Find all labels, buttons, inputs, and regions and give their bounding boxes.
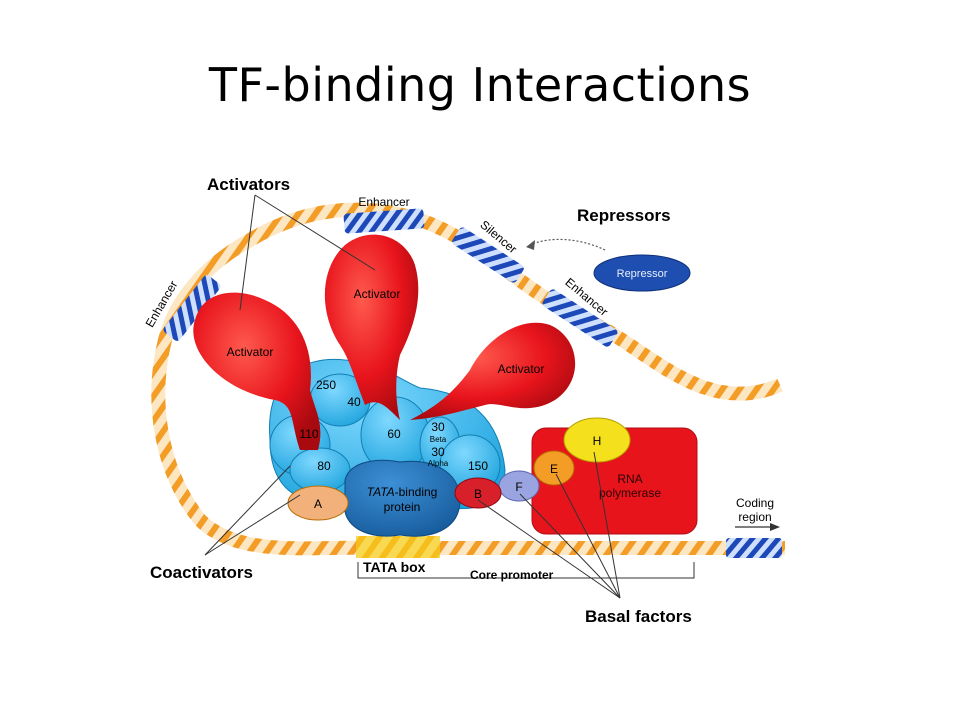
svg-text:Repressor: Repressor	[617, 268, 668, 280]
taf-60: 60	[387, 427, 401, 441]
activator-right-label: Activator	[498, 362, 545, 376]
taf-40: 40	[347, 395, 361, 409]
core-promoter-label: Core promoter	[470, 568, 554, 582]
basal-factors-label: Basal factors	[585, 607, 692, 626]
svg-text:E: E	[550, 462, 558, 476]
callout-lines	[204, 194, 695, 599]
taf-30-beta: 30	[431, 420, 445, 434]
coding-region-label-2: region	[738, 510, 771, 524]
tbp-label-line2: protein	[384, 500, 421, 514]
taf-beta-label: Beta	[430, 435, 447, 444]
basal-factor-b: B	[454, 477, 502, 509]
svg-text:polymerase: polymerase	[599, 486, 661, 500]
taf-250: 250	[316, 378, 336, 392]
repressor-arrow	[529, 238, 606, 251]
repressor: Repressor	[593, 254, 691, 292]
enhancer-top: Enhancer	[343, 195, 425, 234]
svg-text:B: B	[474, 487, 482, 501]
tata-box-label: TATA box	[363, 559, 426, 575]
coding-region-label-1: Coding	[736, 496, 774, 510]
slide-title: TF-binding Interactions	[208, 58, 752, 112]
tbp-label-line1: TATA-binding	[367, 485, 438, 499]
taf-80: 80	[317, 459, 331, 473]
activator-center-label: Activator	[354, 287, 401, 301]
taf-alpha-label: Alpha	[428, 459, 449, 468]
svg-text:Enhancer: Enhancer	[358, 195, 409, 209]
coding-region-segment	[726, 538, 782, 558]
activator-left-label: Activator	[227, 345, 274, 359]
activator-left	[193, 292, 321, 450]
svg-text:RNA: RNA	[617, 472, 642, 486]
repressors-label: Repressors	[577, 206, 671, 225]
basal-factor-a: A	[287, 485, 349, 521]
svg-text:F: F	[515, 480, 522, 494]
activators-label: Activators	[207, 175, 290, 194]
coactivators-label: Coactivators	[150, 563, 253, 582]
svg-text:H: H	[593, 434, 602, 448]
basal-factor-e: E	[533, 450, 575, 486]
taf-150: 150	[468, 459, 488, 473]
basal-factor-h: H	[563, 417, 631, 463]
taf-110: 110	[299, 427, 318, 441]
basal-factor-f: F	[498, 470, 540, 502]
silencer: Silencer	[452, 218, 524, 283]
svg-text:A: A	[314, 497, 322, 511]
activator-center	[324, 234, 419, 420]
taf-30-alpha: 30	[431, 445, 445, 459]
activator-right	[410, 322, 576, 420]
tata-box	[356, 536, 440, 558]
